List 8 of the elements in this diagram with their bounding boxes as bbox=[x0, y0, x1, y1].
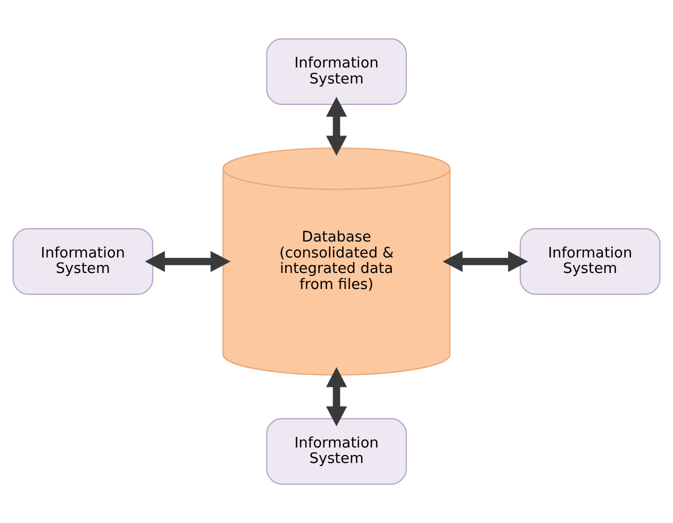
node-box: Information System bbox=[520, 228, 660, 295]
arrow bbox=[326, 96, 347, 156]
arrow bbox=[442, 251, 528, 272]
arrow bbox=[326, 367, 347, 426]
node-box: Information System bbox=[266, 38, 407, 105]
node-box: Information System bbox=[12, 228, 154, 295]
arrow bbox=[144, 251, 231, 272]
node-box: Information System bbox=[266, 418, 407, 485]
